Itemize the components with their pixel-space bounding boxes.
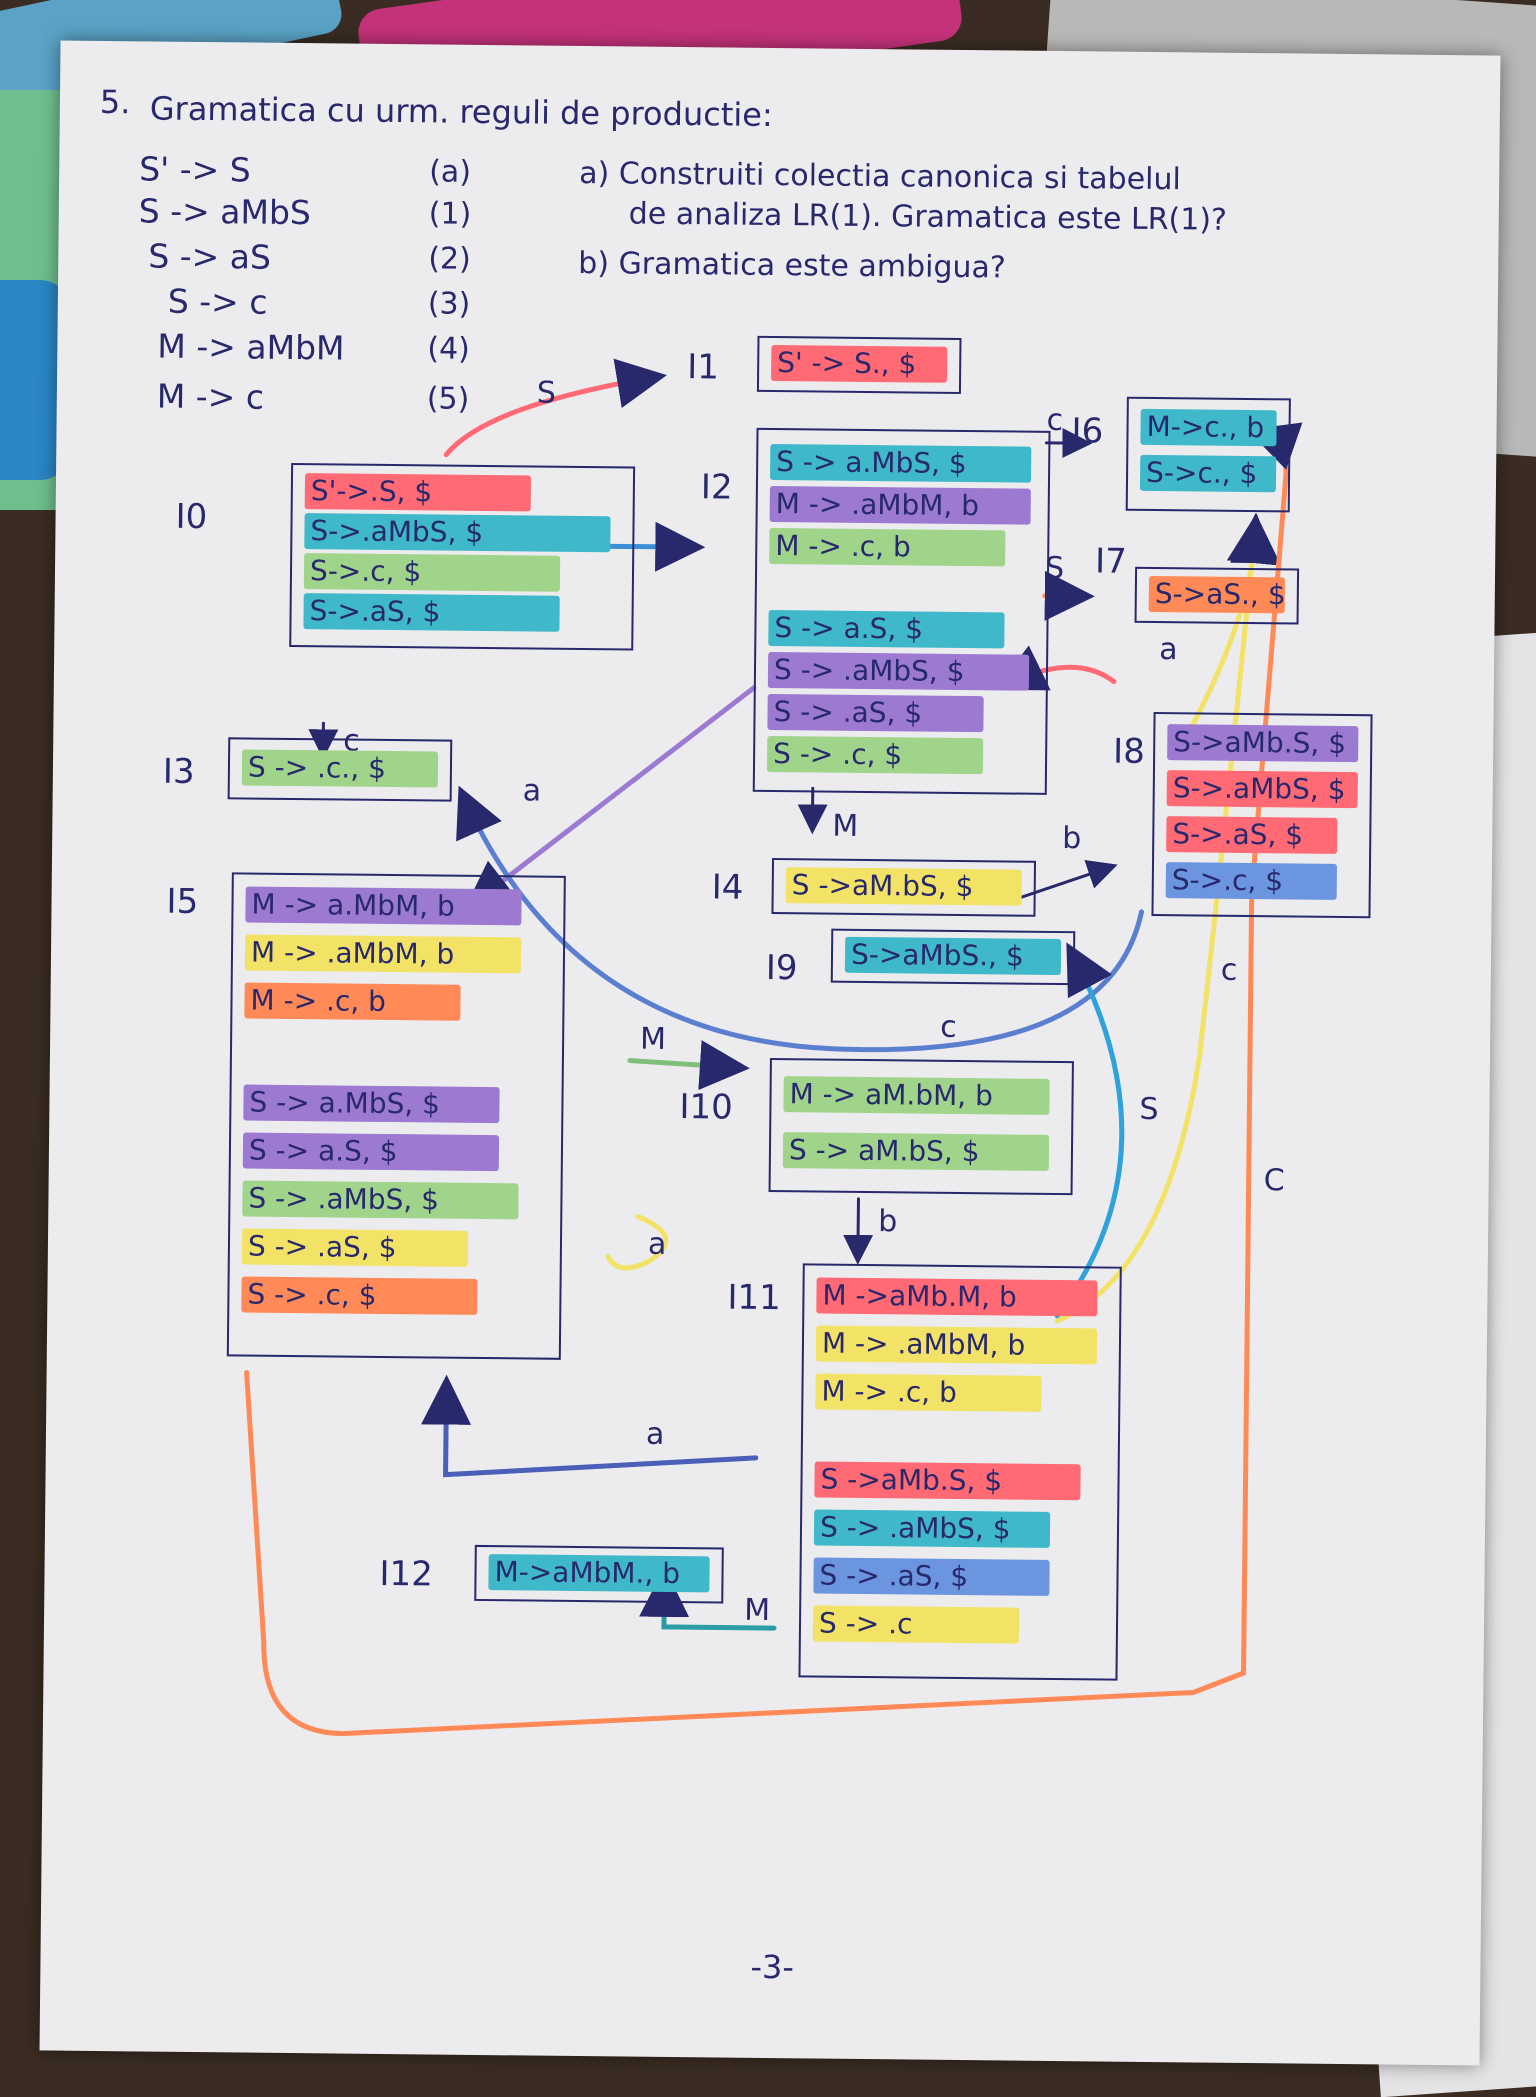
lr-item: S -> aM.bS, $ xyxy=(783,1132,1049,1171)
state-label: I8 xyxy=(1113,732,1145,772)
lr-item: M -> aM.bM, b xyxy=(783,1076,1049,1115)
state-I7: S->aS., $ xyxy=(1135,567,1300,625)
lr-item: S -> .c, $ xyxy=(767,736,983,774)
lr-item: S->aS., $ xyxy=(1149,576,1285,613)
lr-item: M -> .c, b xyxy=(815,1373,1041,1411)
state-label: I0 xyxy=(175,497,207,537)
state-I8: S->aMb.S, $ S->.aMbS, $ S->.aS, $ S->.c,… xyxy=(1151,712,1372,918)
edge-arrow xyxy=(446,1385,757,1478)
state-label: I10 xyxy=(679,1087,733,1128)
state-I10: M -> aM.bM, b S -> aM.bS, $ xyxy=(769,1058,1074,1195)
lr-item: S -> a.S, $ xyxy=(768,610,1004,648)
lr-item: S -> a.S, $ xyxy=(243,1132,499,1171)
state-I0: S'->.S, $ S->.aMbS, $ S->.c, $ S->.aS, $ xyxy=(289,463,635,651)
lr-item: S -> .c xyxy=(813,1605,1019,1643)
state-label: I5 xyxy=(166,882,198,922)
edge-label-S: S xyxy=(1139,1092,1158,1127)
edge-label-M: M xyxy=(744,1593,770,1628)
edge-label-b: b xyxy=(878,1204,897,1239)
lr-item: S->.aMbS, $ xyxy=(304,513,610,552)
state-I1: S' -> S., $ xyxy=(757,336,962,394)
lr-item: M -> .c, b xyxy=(244,982,460,1020)
lr-item: S->aMb.S, $ xyxy=(1167,724,1358,762)
edge-arrow xyxy=(630,1061,740,1068)
edge-label-M: M xyxy=(832,809,858,844)
paper-sheet: 5. Gramatica cu urm. reguli de productie… xyxy=(40,41,1501,2066)
lr-item: M -> .c, b xyxy=(769,528,1005,566)
edge-label-a: a xyxy=(1159,632,1178,667)
edge-label-a: a xyxy=(523,773,542,808)
state-I4: S ->aM.bS, $ xyxy=(771,858,1036,917)
edge-label-a: a xyxy=(648,1227,667,1262)
edge-label-S: S xyxy=(537,376,556,411)
lr-item: S -> .aMbS, $ xyxy=(814,1509,1050,1547)
lr-item: S->.c, $ xyxy=(304,553,560,592)
state-label: I11 xyxy=(727,1278,781,1319)
lr-item: S -> .c, $ xyxy=(241,1276,477,1314)
lr-item: S ->aMb.S, $ xyxy=(814,1461,1080,1500)
lr-item: S'->.S, $ xyxy=(305,473,531,511)
state-label: I3 xyxy=(163,752,195,792)
state-label: I1 xyxy=(687,347,719,387)
state-label: I2 xyxy=(701,467,733,507)
edge-label-C: C xyxy=(1264,1163,1285,1198)
lr-item: S ->aM.bS, $ xyxy=(786,867,1022,905)
state-I12: M->aMbM., b xyxy=(474,1545,724,1604)
lr-item: M -> .aMbM, b xyxy=(245,934,521,973)
lr-item: S -> .aS, $ xyxy=(813,1557,1049,1595)
lr-item: S->.aS, $ xyxy=(1166,816,1337,854)
state-I6: M->c., b S->c., $ xyxy=(1126,397,1291,513)
lr-item: M ->aMb.M, b xyxy=(816,1278,1097,1317)
lr-item: S' -> S., $ xyxy=(771,345,947,383)
page-number: -3- xyxy=(750,1948,794,1986)
edge-label-c: c xyxy=(940,1010,957,1045)
lr-item: S -> .aS, $ xyxy=(242,1228,468,1266)
state-I5: M -> a.MbM, b M -> .aMbM, b M -> .c, b S… xyxy=(227,872,566,1359)
lr-item: M -> a.MbM, b xyxy=(245,887,521,926)
lr-item: S->.aS, $ xyxy=(303,593,559,632)
state-I9: S->aMbS., $ xyxy=(831,929,1076,986)
lr-item: M -> .aMbM, b xyxy=(816,1325,1097,1364)
state-label: I7 xyxy=(1095,541,1127,581)
lr-item: M->aMbM., b xyxy=(488,1554,709,1592)
edge-label-c: c xyxy=(1221,953,1238,988)
state-I11: M ->aMb.M, b M -> .aMbM, b M -> .c, b S … xyxy=(798,1263,1121,1680)
state-I3: S -> .c., $ xyxy=(228,737,453,801)
state-label: I9 xyxy=(766,948,798,988)
state-label: I6 xyxy=(1071,411,1103,451)
edge-arrow xyxy=(858,1199,859,1259)
lr-item: S -> a.MbS, $ xyxy=(243,1084,499,1123)
state-I2: S -> a.MbS, $ M -> .aMbM, b M -> .c, b S… xyxy=(753,428,1051,795)
edge-arrow xyxy=(1057,521,1255,1323)
lr-item: S->c., $ xyxy=(1140,455,1276,492)
lr-item: S -> .aS, $ xyxy=(767,694,983,732)
lr-item: M -> .aMbM, b xyxy=(770,486,1031,525)
edge-label-M: M xyxy=(640,1022,666,1057)
lr-item: M->c., b xyxy=(1140,409,1276,446)
lr-item: S -> .aMbS, $ xyxy=(768,652,1029,691)
edge-label-a: a xyxy=(646,1417,665,1452)
lr-item: S->.c, $ xyxy=(1166,862,1337,900)
lr-item: S -> .c., $ xyxy=(242,749,438,787)
edge-label-b: b xyxy=(1062,821,1081,856)
lr-item: S -> .aMbS, $ xyxy=(242,1180,518,1219)
lr-item: S->aMbS., $ xyxy=(845,937,1061,975)
lr-item: S -> a.MbS, $ xyxy=(770,444,1031,483)
state-label: I12 xyxy=(379,1554,433,1595)
state-label: I4 xyxy=(712,867,744,907)
lr-item: S->.aMbS, $ xyxy=(1167,770,1358,808)
